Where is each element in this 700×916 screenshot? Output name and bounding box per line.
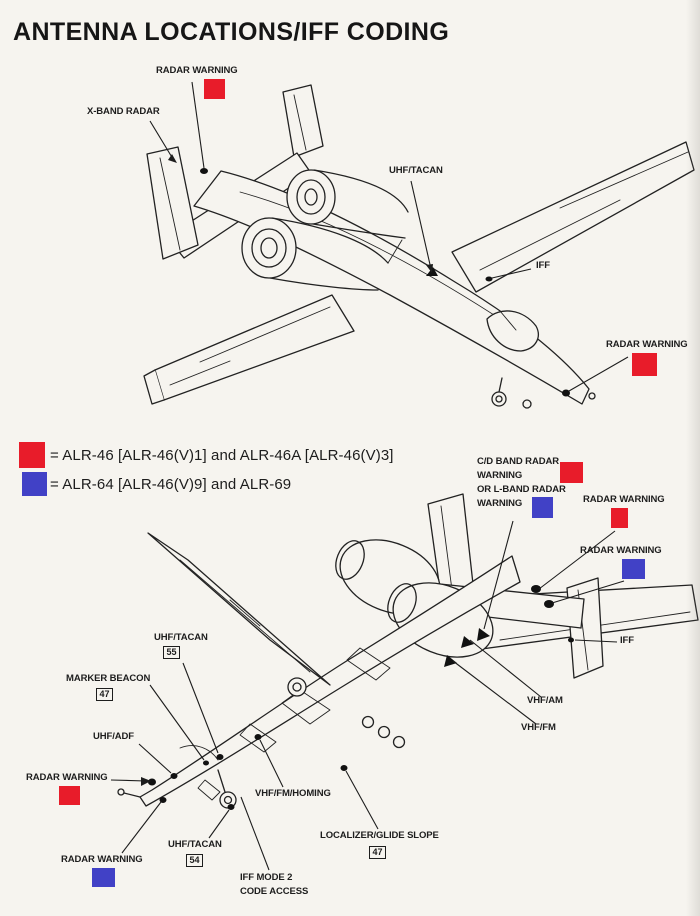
label-x-band-radar: X-BAND RADAR: [87, 106, 160, 117]
legend-alr46-text: = ALR-46 [ALR-46(V)1] and ALR-46A [ALR-4…: [50, 447, 394, 464]
alr46-marker-aft: [611, 508, 628, 528]
label-uhf-tacan-54: UHF/TACAN: [168, 839, 222, 850]
top-leader-lines: [149, 81, 629, 392]
legend-alr64-text: = ALR-64 [ALR-46(V)9] and ALR-69: [50, 476, 292, 493]
label-radar-warning-nose-red: RADAR WARNING: [26, 772, 108, 783]
alr46-marker-cd-band: [560, 462, 583, 483]
bottom-leader-lines: [110, 520, 625, 871]
numbox-47-marker-beacon: 47: [96, 688, 114, 701]
top-aircraft-drawing: [143, 84, 695, 409]
label-vhf-am: VHF/AM: [527, 695, 563, 706]
label-vhf-fm: VHF/FM: [521, 722, 556, 733]
numbox-54: 54: [186, 854, 204, 867]
label-iff-mode-2: IFF MODE 2 CODE ACCESS: [240, 872, 309, 897]
label-uhf-tacan-top: UHF/TACAN: [389, 165, 443, 176]
label-iff-bottom: IFF: [620, 635, 634, 646]
alr64-marker-aft: [622, 559, 645, 579]
alr64-marker-nose-bottom: [92, 868, 115, 887]
top-leader-arrowheads: [168, 154, 433, 273]
bottom-aircraft-drawing: [117, 493, 699, 809]
label-iff-top: IFF: [536, 260, 550, 271]
label-cd-band-radar-warning: C/D BAND RADAR WARNING OR L-BAND RADAR W…: [477, 456, 566, 509]
alr46-marker-nose-bottom: [59, 786, 80, 805]
numbox-47-localizer: 47: [369, 846, 387, 859]
legend-alr64-swatch: [22, 472, 47, 496]
label-uhf-tacan-55: UHF/TACAN: [154, 632, 208, 643]
numbox-55: 55: [163, 646, 181, 659]
top-antenna-dots: [200, 168, 570, 397]
label-radar-warning-aft-blue: RADAR WARNING: [580, 545, 662, 556]
label-vhf-fm-homing: VHF/FM/HOMING: [255, 788, 331, 799]
label-radar-warning-nose-blue: RADAR WARNING: [61, 854, 143, 865]
label-marker-beacon: MARKER BEACON: [66, 673, 151, 684]
label-radar-warning-nose-top: RADAR WARNING: [606, 339, 688, 350]
page-title: ANTENNA LOCATIONS/IFF CODING: [13, 18, 450, 46]
alr46-marker-tail: [204, 79, 225, 99]
alr64-marker-l-band: [532, 497, 553, 518]
label-uhf-adf: UHF/ADF: [93, 731, 134, 742]
legend-alr46-swatch: [19, 442, 45, 468]
label-radar-warning-aft-red: RADAR WARNING: [583, 494, 665, 505]
label-radar-warning-tail: RADAR WARNING: [156, 65, 238, 76]
bottom-leader-arrowheads: [141, 777, 151, 786]
alr46-marker-nose-top: [632, 353, 657, 376]
label-localizer-glide-slope: LOCALIZER/GLIDE SLOPE: [320, 830, 439, 841]
bottom-antenna-dots: [148, 585, 574, 810]
